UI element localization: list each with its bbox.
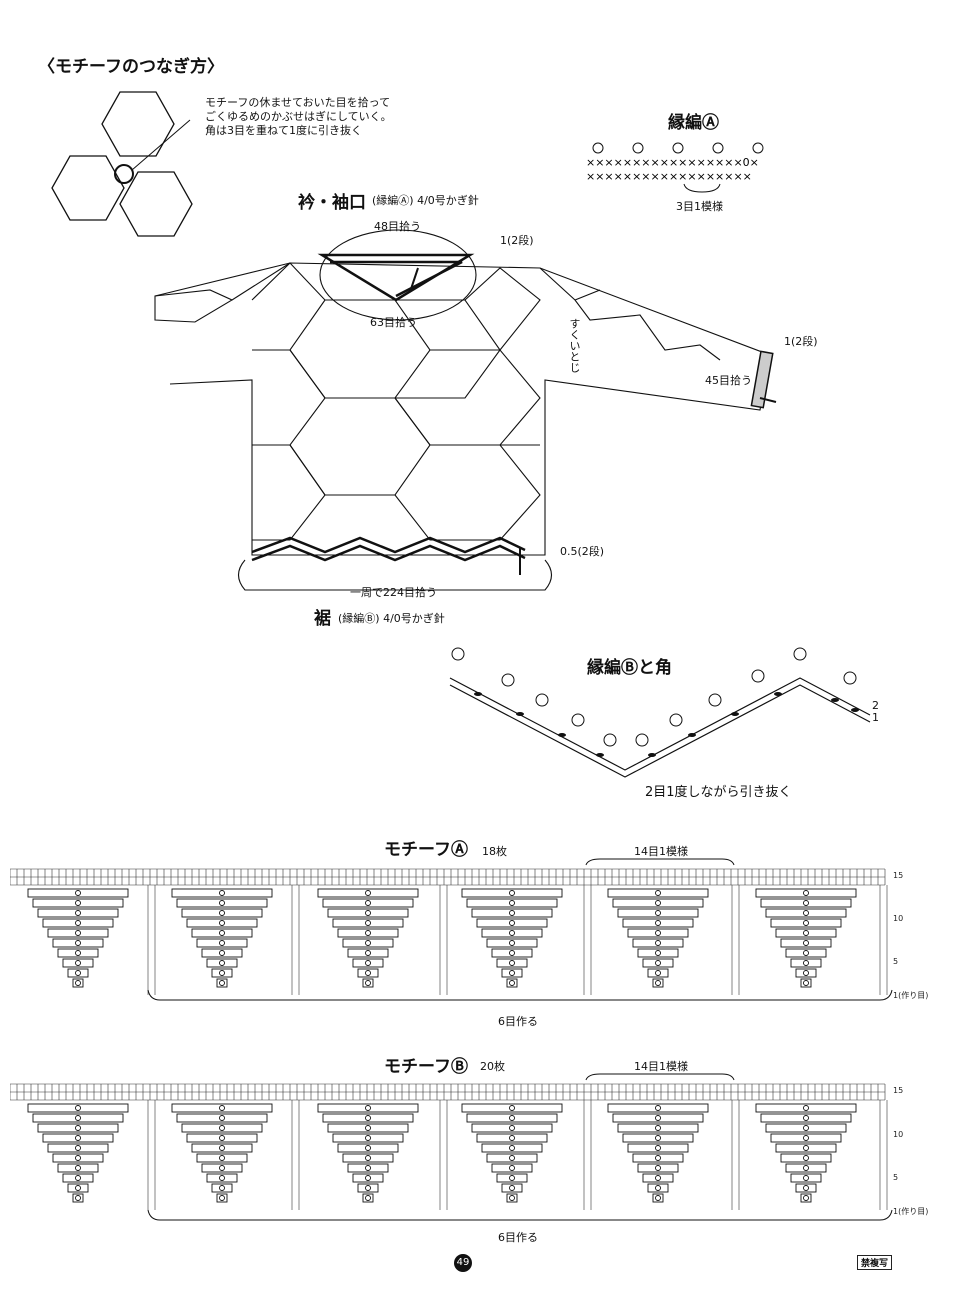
edge-b-row-mark-2: 2	[872, 699, 879, 712]
joining-title: 〈モチーフのつなぎ方〉	[38, 57, 224, 77]
motif-a-count: 18枚	[482, 845, 507, 858]
joining-note-line-2: ごくゆるめのかぶせはぎにしていく。	[205, 110, 392, 123]
sweater-schematic	[154, 229, 777, 591]
edge-a-row-1-stitches: ××××××××××××××××××	[586, 170, 752, 183]
edge-a-chart: ×××××××××××××××××0× ××××××××××××××××××	[586, 142, 764, 193]
motif-a-row-5: 5	[893, 957, 899, 966]
cuff-pick: 45目拾う	[705, 374, 752, 387]
motif-a-repeat-label: 14目1模様	[634, 845, 688, 858]
hem-spec: (縁編Ⓑ) 4/0号かぎ針	[338, 612, 445, 625]
copy-notice: 禁複写	[857, 1255, 893, 1270]
motif-b-repeat-label: 14目1模様	[634, 1060, 688, 1073]
motif-b-foundation: 6目作る	[498, 1231, 538, 1244]
neck-pick-top: 48目拾う	[374, 220, 421, 233]
neck-pick-bottom: 63目拾う	[370, 316, 417, 329]
edge-b-chart	[449, 647, 871, 778]
motif-a-chart	[10, 858, 893, 1001]
hem-rows: 0.5(2段)	[560, 545, 605, 558]
motif-a-row-15: 15	[893, 871, 904, 880]
motif-a-row-1: 1(作り目)	[893, 991, 929, 1000]
joining-note-line-3: 角は3目を重ねて1度に引き抜く	[205, 124, 362, 137]
neck-rows: 1(2段)	[500, 234, 534, 247]
edge-a-repeat-label: 3目1模様	[676, 200, 723, 213]
motif-a-title: モチーフⒶ	[384, 840, 468, 860]
edge-b-row-mark-1: 1	[872, 711, 879, 724]
neck-title: 衿・袖口	[298, 193, 366, 213]
side-join-label: すくいとじ	[568, 318, 581, 373]
motif-b-row-10: 10	[893, 1130, 904, 1139]
motif-a-row-10: 10	[893, 914, 904, 923]
edge-b-note: 2目1度しながら引き抜く	[645, 785, 792, 800]
cuff-rows: 1(2段)	[784, 335, 818, 348]
edge-a-row-2-stitches: ×××××××××××××××××0×	[586, 156, 759, 169]
edge-b-title: 縁編Ⓑと角	[587, 658, 672, 678]
hem-pick: 一周で224目拾う	[350, 586, 437, 599]
motif-b-row-5: 5	[893, 1173, 899, 1182]
edge-a-title: 縁編Ⓐ	[668, 113, 719, 133]
motif-b-chart	[10, 1073, 893, 1221]
neck-spec: (縁編Ⓐ) 4/0号かぎ針	[372, 194, 479, 207]
hem-title: 裾	[314, 609, 331, 629]
motif-b-row-15: 15	[893, 1086, 904, 1095]
motif-b-count: 20枚	[480, 1060, 505, 1073]
motif-a-foundation: 6目作る	[498, 1015, 538, 1028]
hexagon-join-diagram	[51, 91, 193, 237]
motif-b-row-1: 1(作り目)	[893, 1207, 929, 1216]
page-number: 49	[454, 1254, 472, 1272]
joining-note-line-1: モチーフの休ませておいた目を拾って	[205, 96, 391, 109]
motif-b-title: モチーフⒷ	[384, 1057, 468, 1077]
